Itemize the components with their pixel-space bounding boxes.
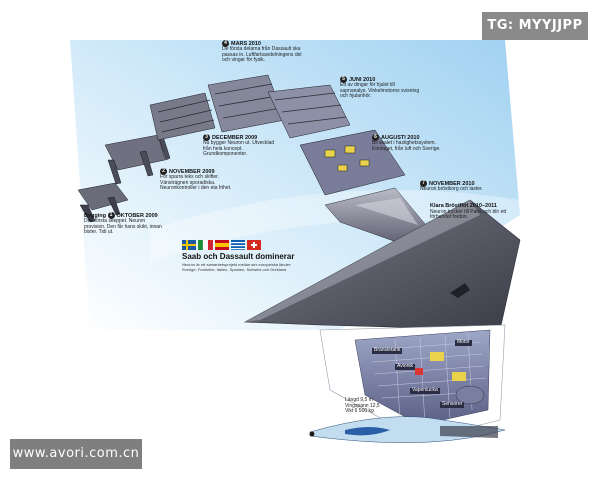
stage-4-frame bbox=[207, 74, 286, 133]
stage-6-frame bbox=[299, 129, 406, 196]
cutaway-label-2: Avionik bbox=[395, 363, 416, 370]
background-beam-stripe bbox=[150, 190, 520, 262]
final-stage-label: Klara Bröstflöt 2010–2011 Neuron trycker… bbox=[430, 203, 507, 220]
specs-block: Längd 9,5 m Vingspann 12,5 Vikt 6 500 kg bbox=[345, 397, 380, 414]
cutaway-view bbox=[319, 324, 506, 441]
cutaway-label-3: Motor bbox=[455, 339, 472, 346]
flags bbox=[182, 239, 261, 251]
cutaway-label-5: Sensorer bbox=[440, 401, 465, 408]
stage-5-frame bbox=[267, 84, 351, 139]
stage-1-frame bbox=[77, 182, 129, 223]
neuron-aircraft bbox=[243, 199, 521, 331]
side-profile bbox=[309, 416, 506, 443]
cutaway-label-4: Vapenlucka bbox=[410, 387, 440, 394]
headline-title: Saab och Dassault dominerar bbox=[182, 252, 295, 261]
watermark-bottom: www.avori.com.cn bbox=[10, 439, 142, 469]
watermark-top: TG: MYYJJPP bbox=[482, 12, 588, 40]
cutaway-label-1: Bränsletank bbox=[372, 347, 403, 354]
headline-subtitle: Neuron är ett samarbetsprojekt mellan se… bbox=[182, 262, 292, 272]
stage-2-frame bbox=[104, 132, 171, 185]
stage-3-frame bbox=[149, 92, 216, 141]
